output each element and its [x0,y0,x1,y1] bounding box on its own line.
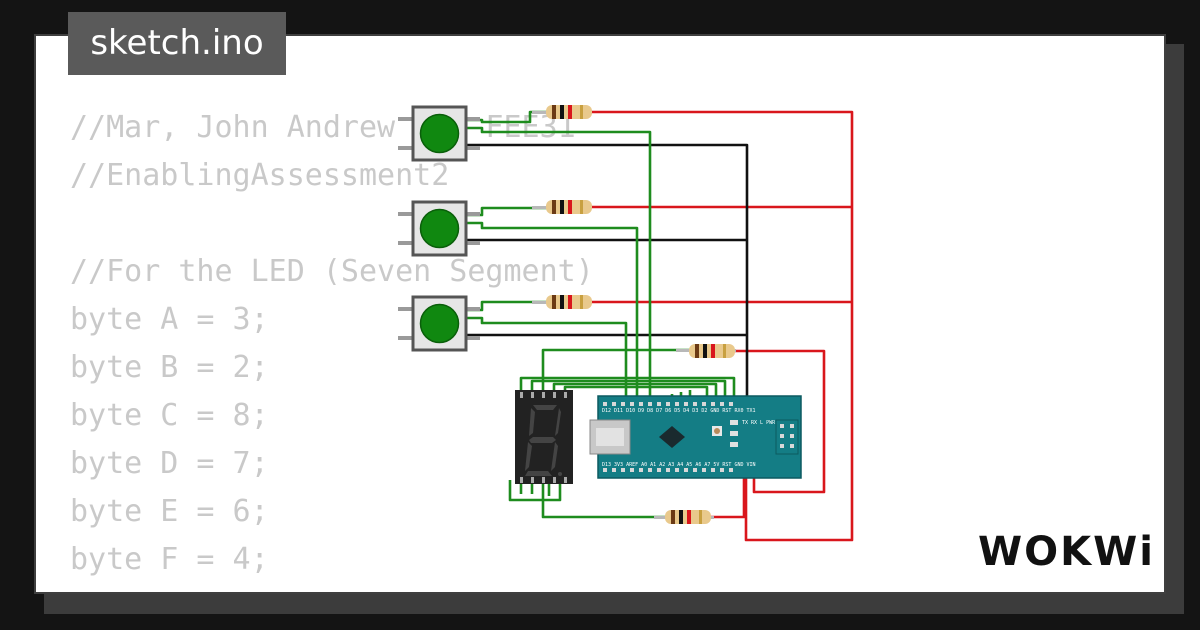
resistor [676,344,736,358]
resistor [532,295,592,309]
signal-wire [530,379,727,402]
code-line: byte F = 4; [70,542,269,577]
signal-wire [563,385,709,402]
signal-wire [541,480,667,519]
ground-wire [465,143,749,402]
resistor [654,510,714,524]
code-preview: //Mar, John Andrew P.; FEE31//EnablingAs… [70,104,594,592]
code-line: //EnablingAssessment2 [70,158,450,193]
resistor [532,105,592,119]
code-line: byte E = 6; [70,494,269,529]
file-tab[interactable]: sketch.ino [68,12,286,75]
code-line: //For the LED (Seven Segment) [70,254,594,289]
arduino-nano: D12 D11 D10 D9 D8 D7 D6 D5 D4 D3 D2 GND … [589,395,802,479]
power-wire [708,470,746,519]
top-pin-labels: D12 D11 D10 D9 D8 D7 D6 D5 D4 D3 D2 GND … [602,408,756,414]
code-line: byte B = 2; [70,350,269,385]
signal-wire [465,221,639,402]
preview-card: //Mar, John Andrew P.; FEE31//EnablingAs… [34,34,1166,594]
power-wires [592,110,854,542]
ground-wires [465,143,749,402]
code-line: byte C = 8; [70,398,269,433]
wokwi-logo: WOKWi [978,529,1155,575]
power-wire [592,110,854,542]
push-button[interactable] [398,295,480,352]
code-line: byte G = 5; [70,584,594,592]
seven-segment-display [515,390,573,484]
push-button[interactable] [398,200,480,257]
side-labels: TX RX L PWR [742,420,776,426]
signal-wire [508,480,562,502]
code-line: byte A = 3; [70,302,269,337]
signal-wire [465,316,628,402]
code-line: byte D = 7; [70,446,269,481]
power-wire [733,349,826,494]
bottom-pin-labels: D13 3V3 AREF A0 A1 A2 A3 A4 A5 A6 A7 5V … [602,462,756,468]
push-button[interactable] [398,105,480,162]
signal-wire [465,126,652,402]
resistor [532,200,592,214]
signal-wire [552,382,718,402]
signal-wire [519,376,736,402]
